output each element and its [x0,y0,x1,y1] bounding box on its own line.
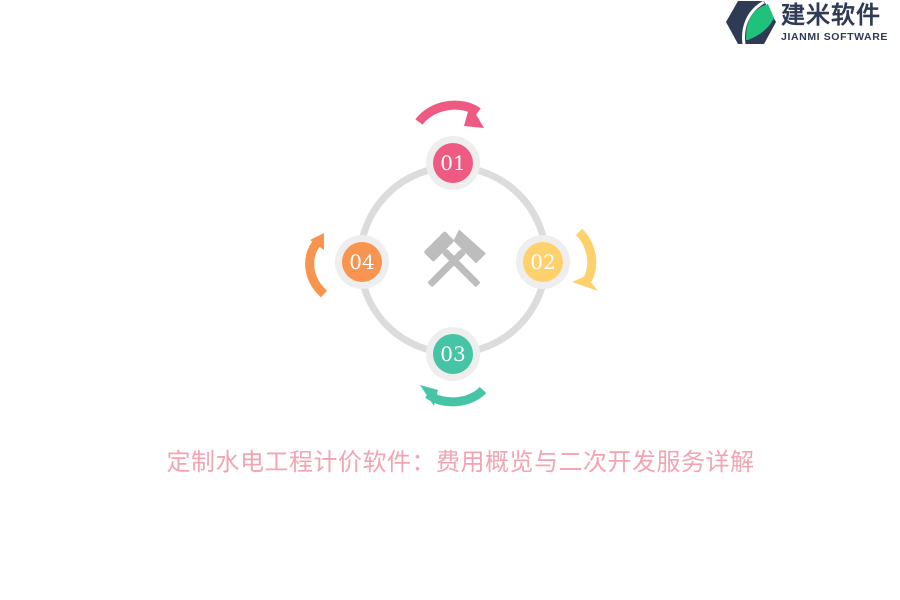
arrow-03-icon [420,385,487,407]
jianmi-logo-icon [726,0,776,45]
logo-name-cn: 建米软件 [781,1,881,29]
arrow-04-icon [305,233,328,298]
step-node-02 [523,242,563,282]
arrow-02-icon [572,228,598,291]
crossed-hammers-icon [424,229,486,287]
arrow-01-icon [415,100,484,128]
step-node-04 [342,242,382,282]
logo-name-en: JIANMI SOFTWARE [781,31,889,43]
step-label-04: 04 [349,250,375,274]
step-label-02: 02 [530,250,556,274]
brand-logo: 建米软件 JIANMI SOFTWARE [724,0,900,46]
page-title: 定制水电工程计价软件：费用概览与二次开发服务详解 [166,448,755,476]
step-node-01 [433,143,473,183]
step-label-01: 01 [440,151,466,175]
step-node-03 [433,334,473,374]
step-label-03: 03 [440,342,466,366]
